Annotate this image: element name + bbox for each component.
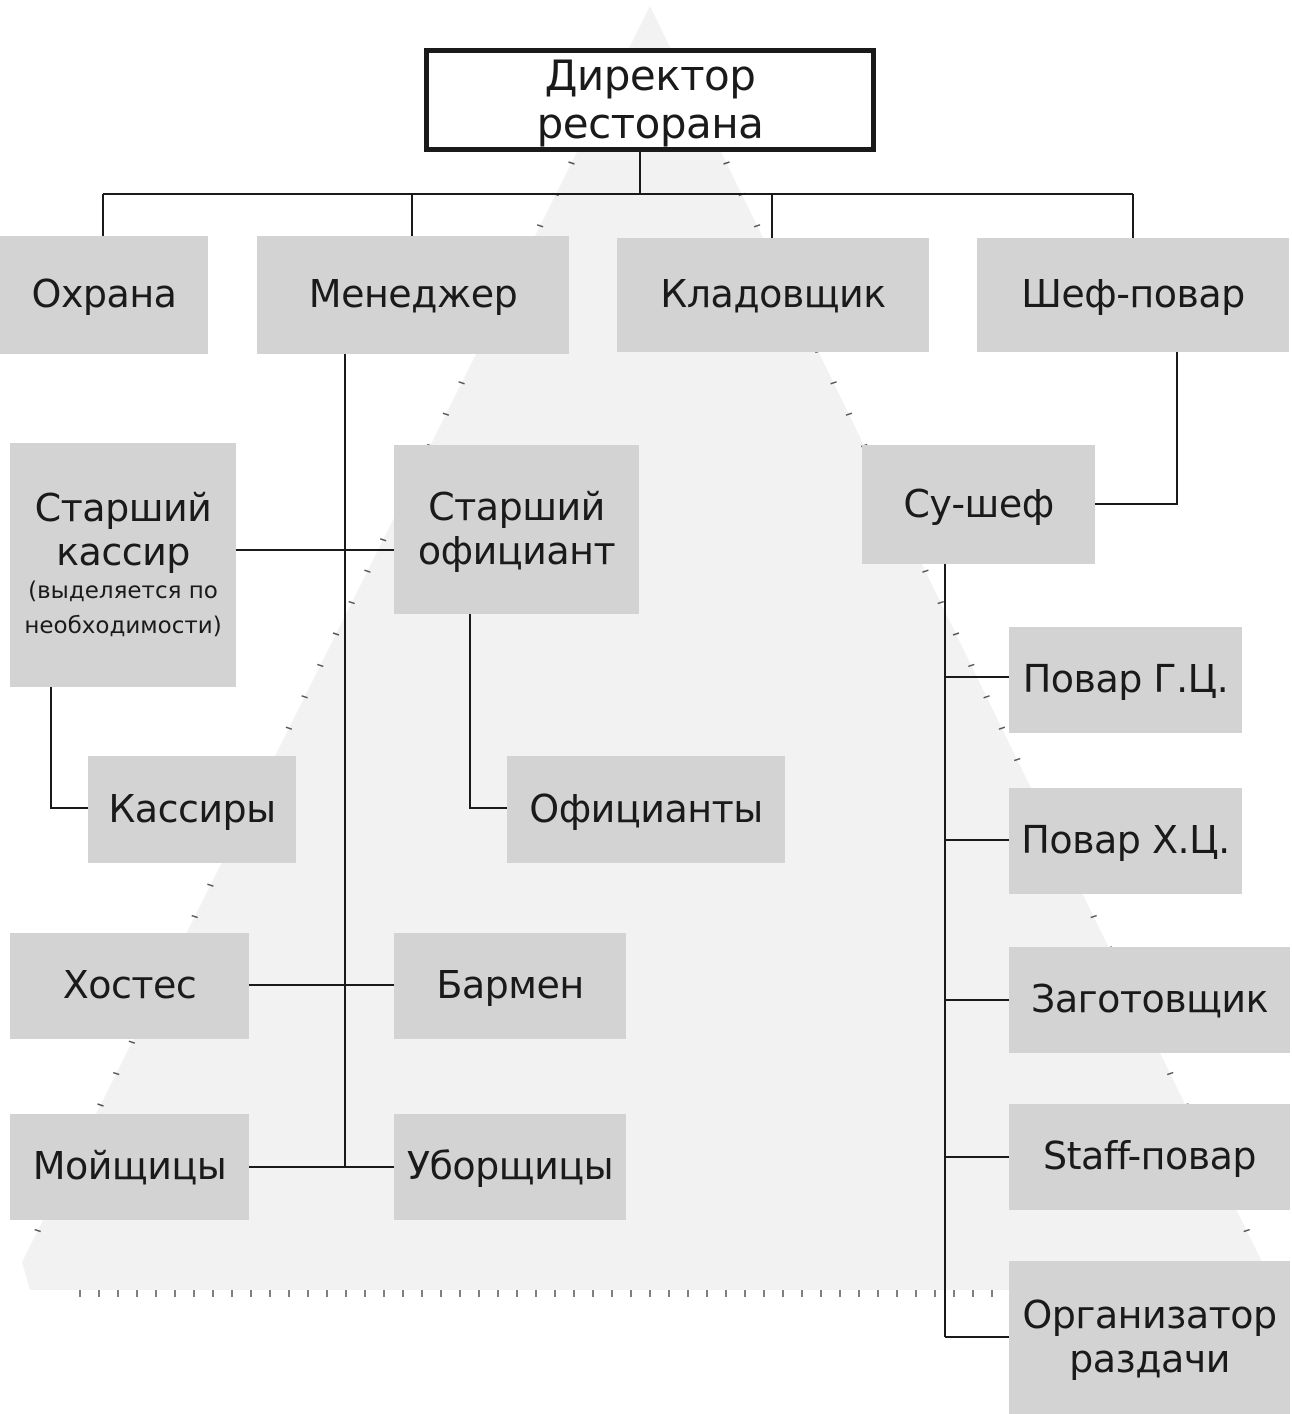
security-label: Охрана [31,272,177,317]
triangle-tick [97,1103,104,1107]
triangle-tick [301,695,308,699]
triangle-tick [317,663,324,668]
triangle-tick [364,569,371,573]
prep-cook-box: Заготовщик [1009,947,1290,1053]
triangle-tick [332,632,340,636]
head-waiter-box: Старший официант [394,445,639,614]
triangle-tick [1013,757,1021,762]
cleaners-label: Уборщицы [406,1144,614,1189]
triangle-tick [723,161,730,165]
head-waiter-line2: официант [417,528,616,573]
triangle-tick [191,914,198,919]
triangle-tick [458,381,465,385]
triangle-tick [568,161,575,165]
triangle-tick [207,883,214,887]
senior-cashier-note2: необходимости) [24,612,222,639]
hostess-label: Хостес [62,963,197,1008]
link-senior-cashier-cashiers [50,687,88,809]
triangle-tick [937,600,944,605]
link-chef-sous-chef [1095,352,1178,505]
triangle-tick [753,224,761,228]
triangle-tick [983,695,990,699]
waiters-label: Официанты [529,786,763,831]
manager-box: Менеджер [257,236,569,354]
director-label: Директор ресторана [536,50,764,148]
senior-cashier-box: Старший кассир (выделяется по необходимо… [10,443,236,687]
cook-hot-label: Повар Г.Ц. [1022,657,1229,702]
distribution-organizer-line1: Организатор [1022,1292,1277,1337]
cook-cold-box: Повар Х.Ц. [1009,788,1242,894]
dishwashers-box: Мойщицы [10,1114,249,1220]
cook-hot-box: Повар Г.Ц. [1009,627,1242,733]
triangle-tick [922,569,929,573]
triangle-tick [348,600,355,605]
bartender-label: Бармен [436,963,584,1008]
storekeeper-label: Кладовщик [660,272,886,317]
triangle-tick [442,412,450,416]
cashiers-label: Кассиры [108,786,276,831]
triangle-tick [128,1040,136,1044]
triangle-tick [536,224,544,228]
security-box: Охрана [0,236,208,354]
triangle-tick [112,1071,120,1076]
storekeeper-box: Кладовщик [617,238,929,352]
cleaners-box: Уборщицы [394,1114,626,1220]
triangle-tick [1166,1071,1174,1076]
triangle-tick [1090,914,1097,919]
chef-box: Шеф-повар [977,238,1289,352]
dishwashers-label: Мойщицы [32,1144,227,1189]
senior-cashier-line2: кассир [56,529,190,574]
distribution-organizer-line2: раздачи [1069,1336,1230,1381]
triangle-tick [998,726,1006,730]
sous-chef-box: Су-шеф [862,445,1095,564]
cashiers-box: Кассиры [88,756,296,863]
senior-cashier-note1: (выделяется по [28,578,218,605]
hostess-box: Хостес [10,933,249,1039]
director-box: Директор ресторана [424,48,876,152]
triangle-tick [845,412,853,416]
manager-label: Менеджер [308,272,518,317]
link-head-waiter-waiters [469,614,507,809]
triangle-tick [968,663,975,668]
head-waiter-line1: Старший [428,484,605,529]
staff-cook-box: Staff-повар [1009,1104,1290,1210]
triangle-tick [830,381,837,385]
cook-cold-label: Повар Х.Ц. [1021,818,1230,863]
senior-cashier-line1: Старший [34,485,212,530]
prep-cook-label: Заготовщик [1030,977,1269,1022]
bartender-box: Бармен [394,933,626,1039]
chef-label: Шеф-повар [1021,272,1245,317]
waiters-box: Официанты [507,756,785,863]
triangle-tick [1243,1228,1250,1233]
sous-chef-label: Су-шеф [903,481,1054,526]
triangle-tick [379,538,387,542]
triangle-tick [285,726,293,730]
triangle-tick [952,632,960,636]
staff-cook-label: Staff-повар [1042,1134,1257,1179]
triangle-tick [34,1228,41,1233]
distribution-organizer-box: Организатор раздачи [1009,1261,1290,1414]
